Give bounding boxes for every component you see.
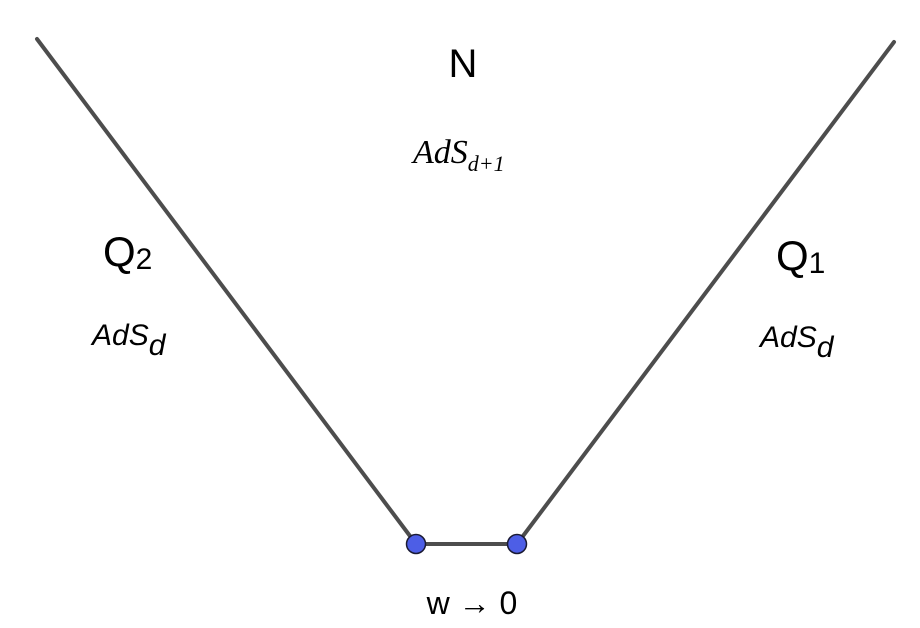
brane-q1-line: [515, 40, 896, 546]
right-endpoint: [506, 533, 528, 555]
brane-q1-index: 1: [809, 247, 826, 280]
limit-label: w → 0: [426, 585, 518, 621]
brane-q2-space-subscript: d: [149, 329, 167, 362]
brane-q2-space-main: AdS: [90, 319, 149, 352]
brane-q1-space-main: AdS: [758, 321, 817, 354]
brane-q1-space-subscript: d: [817, 331, 835, 364]
bulk-space-subscript: d+1: [468, 151, 505, 176]
brane-q1-space-label: AdSd: [758, 321, 835, 364]
brane-q2-name: Q: [103, 228, 136, 275]
brane-q2-line: [35, 37, 418, 546]
brane-q2-space-label: AdSd: [90, 319, 167, 362]
bulk-space-label: AdSd+1: [411, 134, 505, 176]
brane-q1-name: Q: [776, 232, 809, 279]
bulk-space-main: AdS: [411, 134, 468, 171]
brane-q2-index: 2: [136, 243, 153, 276]
brane-q2-label: Q2: [103, 228, 152, 276]
brane-q1-label: Q1: [776, 232, 825, 280]
left-endpoint: [405, 533, 427, 555]
bulk-label: N: [449, 42, 478, 86]
